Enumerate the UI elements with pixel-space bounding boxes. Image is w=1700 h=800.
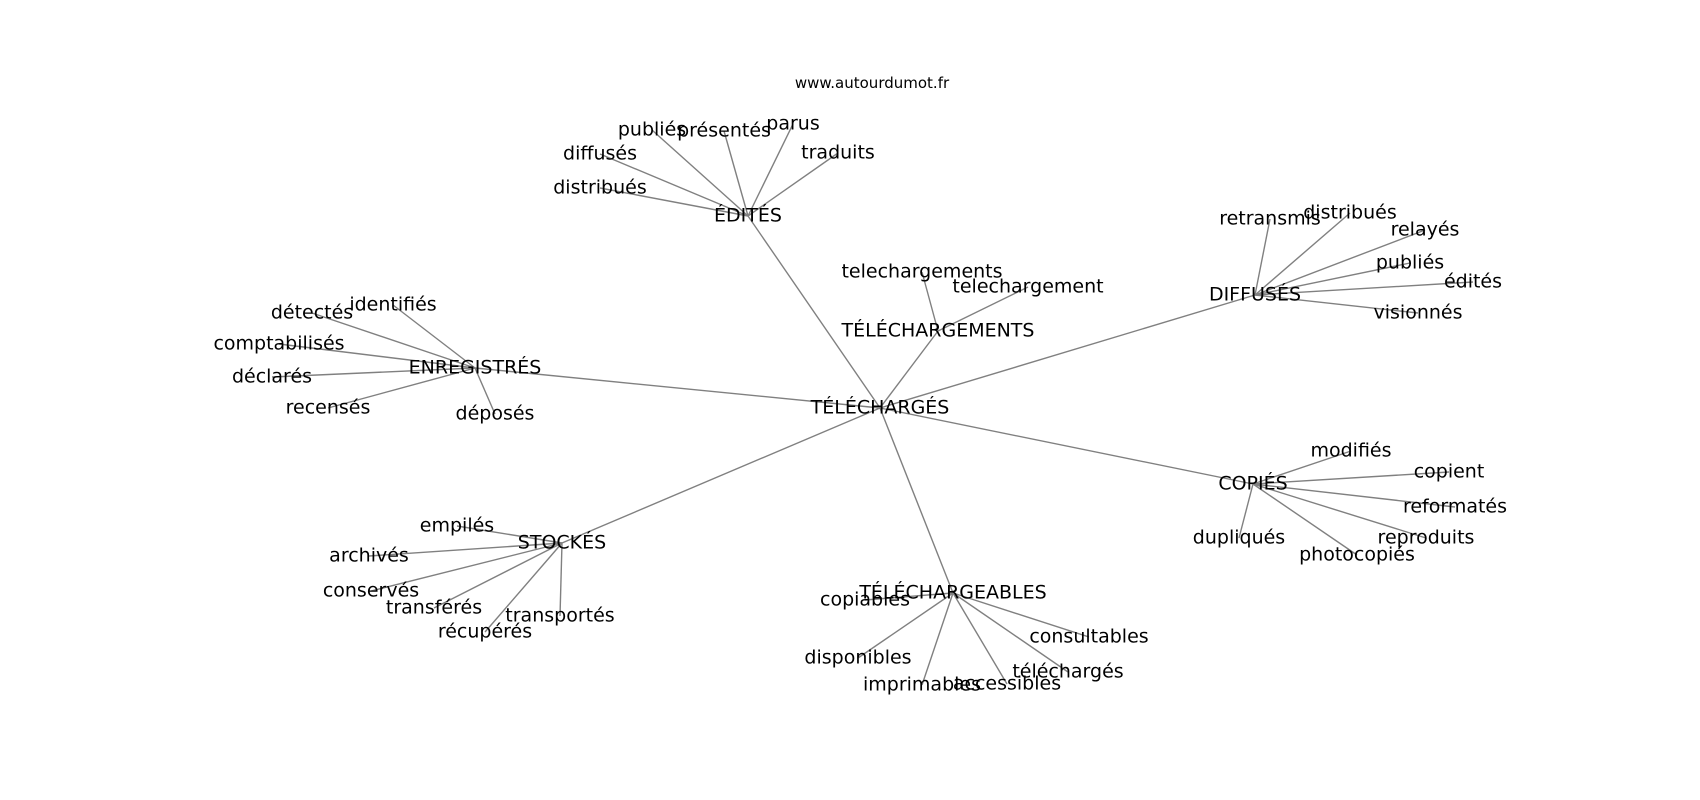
- edge-center-diffuses: [879, 294, 1256, 409]
- leaf-word: déclarés: [232, 366, 312, 388]
- edge-telechargeables-leaf: [864, 592, 954, 601]
- leaf-word: copiables: [820, 589, 910, 611]
- leaf-word: traduits: [801, 142, 875, 164]
- hub-word-diffuses: DIFFUSÉS: [1209, 283, 1301, 306]
- edges: [271, 123, 1474, 686]
- leaf-word: transférés: [386, 597, 482, 619]
- edge-center-edites: [747, 215, 881, 409]
- edge-telechargements-leaf: [921, 271, 939, 332]
- edge-center-stockes: [561, 407, 881, 544]
- center-word: TÉLÉCHARGÉS: [810, 396, 950, 419]
- leaf-word: archivés: [329, 545, 409, 567]
- leaf-word: distribués: [553, 177, 646, 199]
- leaf-word: téléchargés: [1012, 661, 1123, 683]
- edge-stockes-leaf: [368, 542, 563, 557]
- leaf-word: édités: [1444, 271, 1502, 293]
- edge-copies-leaf: [1252, 483, 1427, 539]
- hub-word-enregistres: ENREGISTRÉS: [409, 356, 542, 379]
- hub-word-edites: ÉDITÉS: [714, 204, 782, 227]
- leaf-word: telechargement: [952, 276, 1103, 298]
- edge-center-copies: [879, 407, 1254, 485]
- edge-telechargeables-leaf: [952, 592, 1090, 638]
- hub-word-copies: COPIÉS: [1218, 472, 1287, 495]
- edge-telechargements-leaf: [937, 286, 1029, 332]
- leaf-word: publiés: [1376, 252, 1444, 274]
- edge-enregistres-leaf: [271, 367, 476, 378]
- edge-center-telechargements: [879, 330, 939, 409]
- edge-diffuses-leaf: [1254, 294, 1419, 314]
- edge-diffuses-leaf: [1254, 229, 1426, 296]
- leaf-word: comptabilisés: [213, 333, 344, 355]
- edge-center-telechargeables: [879, 407, 954, 594]
- website-label: www.autourdumot.fr: [795, 74, 950, 92]
- leaf-word: modifiés: [1310, 440, 1391, 462]
- edge-telechargeables-leaf: [952, 592, 1008, 685]
- leaf-word: recensés: [286, 397, 371, 419]
- edge-edites-leaf: [747, 152, 839, 217]
- edge-stockes-leaf: [433, 542, 563, 609]
- leaf-word: disponibles: [804, 647, 911, 669]
- edge-telechargeables-leaf: [921, 592, 954, 686]
- leaf-word: identifiés: [349, 294, 436, 316]
- edge-copies-leaf: [1238, 483, 1254, 539]
- edge-edites-leaf: [747, 123, 794, 217]
- leaf-word: transportés: [505, 605, 614, 627]
- edge-copies-leaf: [1252, 483, 1358, 556]
- leaf-word: distribués: [1303, 202, 1396, 224]
- leaf-word: détectés: [271, 302, 353, 324]
- leaf-word: reproduits: [1378, 527, 1475, 549]
- edge-copies-leaf: [1252, 450, 1352, 485]
- edge-diffuses-leaf: [1254, 281, 1474, 296]
- edge-edites-leaf: [723, 130, 749, 217]
- leaf-word: empilés: [420, 515, 494, 537]
- hub-word-stockes: STOCKÉS: [518, 531, 606, 554]
- leaf-word: imprimables: [863, 674, 981, 696]
- edge-copies-leaf: [1252, 483, 1456, 508]
- leaf-word: conservés: [323, 580, 419, 602]
- leaf-word: diffusés: [563, 143, 637, 165]
- edge-center-enregistres: [474, 367, 881, 409]
- leaf-word: relayés: [1391, 219, 1460, 241]
- edge-enregistres-leaf: [474, 367, 496, 415]
- labels: TÉLÉCHARGÉSÉDITÉSpubliésprésentésparusdi…: [213, 113, 1507, 696]
- edge-stockes-leaf: [559, 542, 563, 617]
- edge-diffuses-leaf: [1254, 212, 1351, 296]
- hub-word-telechargeables: TÉLÉCHARGEABLES: [858, 581, 1046, 604]
- leaf-word: accessibles: [953, 673, 1061, 695]
- edge-diffuses-leaf: [1254, 262, 1411, 296]
- edge-diffuses-leaf: [1254, 218, 1271, 296]
- edge-telechargeables-leaf: [952, 592, 1069, 673]
- edge-enregistres-leaf: [278, 343, 476, 369]
- leaf-word: parus: [766, 113, 819, 135]
- leaf-word: reformatés: [1403, 496, 1507, 518]
- leaf-word: récupérés: [438, 621, 532, 643]
- edge-enregistres-leaf: [392, 304, 476, 369]
- edge-stockes-leaf: [456, 525, 563, 544]
- edge-edites-leaf: [599, 187, 749, 217]
- edge-enregistres-leaf: [327, 367, 476, 409]
- edge-stockes-leaf: [370, 542, 563, 592]
- leaf-word: photocopiés: [1299, 544, 1415, 566]
- leaf-word: visionnés: [1374, 302, 1463, 324]
- leaf-word: publiés: [618, 119, 686, 141]
- edge-stockes-leaf: [484, 542, 563, 633]
- leaf-word: consultables: [1029, 626, 1148, 648]
- leaf-word: déposés: [456, 403, 535, 425]
- edge-copies-leaf: [1252, 471, 1450, 485]
- edge-telechargeables-leaf: [857, 592, 954, 659]
- leaf-word: retransmis: [1219, 208, 1321, 230]
- leaf-word: dupliqués: [1193, 527, 1285, 549]
- leaf-word: copient: [1414, 461, 1485, 483]
- leaf-word: telechargements: [841, 261, 1002, 283]
- edge-edites-leaf: [599, 153, 749, 217]
- hub-word-telechargements: TÉLÉCHARGEMENTS: [841, 319, 1035, 342]
- leaf-word: présentés: [677, 120, 771, 142]
- edge-enregistres-leaf: [311, 312, 476, 369]
- edge-edites-leaf: [651, 129, 749, 217]
